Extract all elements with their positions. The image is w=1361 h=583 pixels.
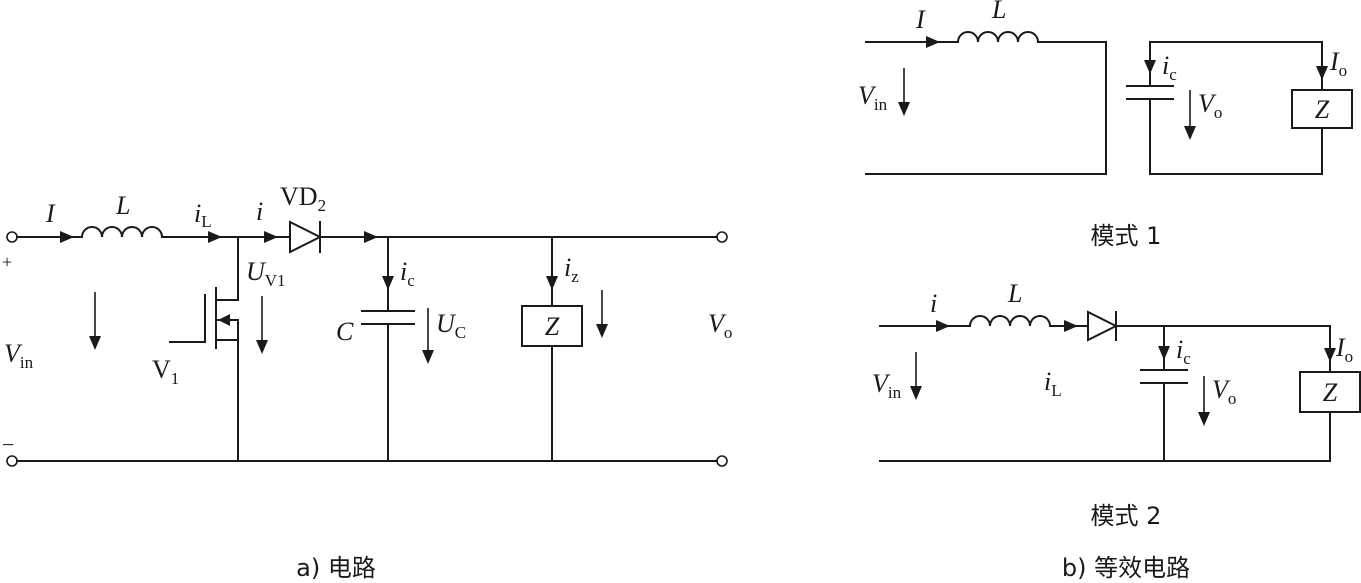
- arrow-right: [208, 231, 222, 243]
- input-terminal-bottom: [6, 455, 18, 467]
- mode2-circuit: i L iL Vin ic Vo Io Z 模式 2: [872, 279, 1361, 530]
- label-load-current: iz: [564, 253, 579, 286]
- caption-group-b: b) 等效电路: [1062, 554, 1190, 582]
- arrow-right: [1064, 320, 1078, 332]
- mode1-label-input-voltage: Vin: [858, 81, 888, 114]
- mode2-label-output-current: Io: [1335, 333, 1353, 366]
- label-input-voltage: Vin: [4, 339, 34, 372]
- diode-symbol: [289, 220, 323, 254]
- arrow-right: [926, 36, 940, 48]
- inductor-symbol: [956, 31, 1040, 44]
- label-load: Z: [545, 312, 560, 341]
- arrow-right: [60, 231, 74, 243]
- output-terminal-bottom: [716, 455, 728, 467]
- arrow-right: [936, 320, 950, 332]
- inductor-symbol: [968, 315, 1052, 328]
- arrow-down: [89, 336, 101, 350]
- arrow-down: [1184, 126, 1196, 140]
- mode2-label-capacitor-current: ic: [1176, 335, 1191, 368]
- arrow-right: [264, 231, 278, 243]
- label-cap-voltage: UC: [436, 309, 466, 342]
- mode1-label-output-voltage: Vo: [1198, 89, 1222, 122]
- mode2-label-input-voltage: Vin: [872, 369, 902, 402]
- inductor-symbol: [80, 226, 164, 239]
- mode1-label-input-current: I: [915, 5, 926, 34]
- caption-mode1: 模式 1: [1091, 222, 1162, 250]
- label-minus: −: [2, 432, 14, 457]
- label-diode: VD2: [280, 182, 326, 215]
- output-terminal-top: [716, 231, 728, 243]
- label-output-voltage: Vo: [708, 309, 732, 342]
- caption-circuit-a: a) 电路: [296, 554, 376, 582]
- arrow-right: [364, 231, 378, 243]
- circuit-a: I L iL i VD2 UV1 ic C UC iz Z Vin Vo V1 …: [2, 182, 732, 582]
- arrow-down: [1158, 346, 1170, 360]
- arrow-down: [1198, 412, 1210, 426]
- mode1-label-output-current: Io: [1329, 47, 1347, 80]
- arrow-down: [596, 324, 608, 338]
- label-capacitor: C: [336, 317, 354, 346]
- mosfet-arrow: [218, 314, 230, 326]
- arrow-down: [256, 340, 268, 354]
- mode2-label-load: Z: [1323, 378, 1338, 407]
- label-plus: +: [2, 252, 12, 272]
- caption-mode2: 模式 2: [1091, 502, 1162, 530]
- arrow-down: [546, 276, 558, 290]
- arrow-down: [1324, 348, 1336, 362]
- mode1-label-inductor: L: [991, 0, 1006, 24]
- label-current-i: i: [256, 197, 263, 226]
- mode1-circuit: I L Vin ic Vo Io Z 模式 1: [858, 0, 1353, 250]
- label-capacitor-current: ic: [400, 257, 415, 290]
- mode1-label-capacitor-current: ic: [1162, 51, 1177, 84]
- arrow-down: [898, 102, 910, 116]
- label-input-current: I: [45, 199, 56, 228]
- arrow-down: [422, 350, 434, 364]
- mode1-label-load: Z: [1315, 95, 1330, 124]
- mode2-label-output-voltage: Vo: [1212, 375, 1236, 408]
- arrow-down: [1316, 66, 1328, 80]
- label-inductor-current: iL: [194, 199, 212, 231]
- label-inductor: L: [115, 191, 130, 220]
- mode2-label-input-current: i: [930, 289, 937, 318]
- arrow-down: [910, 386, 922, 400]
- mode2-label-inductor-current: iL: [1044, 367, 1062, 400]
- diode-symbol: [1087, 310, 1119, 342]
- input-terminal-top: [6, 231, 18, 243]
- label-switch-voltage: UV1: [246, 257, 286, 290]
- arrow-down: [382, 276, 394, 290]
- mode2-label-inductor: L: [1007, 279, 1022, 308]
- arrow-down: [1144, 60, 1156, 74]
- label-switch: V1: [152, 355, 179, 388]
